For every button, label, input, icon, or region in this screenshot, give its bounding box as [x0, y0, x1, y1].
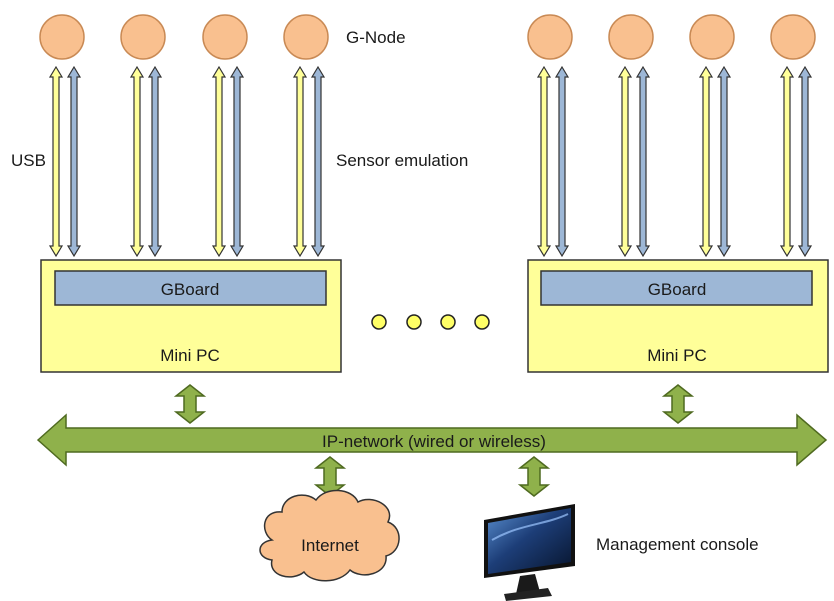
minipc-network-arrow: [661, 384, 695, 424]
usb-arrow: [129, 65, 145, 258]
ellipsis-dot: [406, 314, 422, 330]
ellipsis-dot: [474, 314, 490, 330]
ip-network-label: IP-network (wired or wireless): [322, 432, 546, 451]
sensor-arrow: [716, 65, 732, 258]
ellipsis-dot: [440, 314, 456, 330]
management-console: Management console: [484, 504, 759, 601]
sensor-emulation-label: Sensor emulation: [336, 151, 468, 170]
usb-arrow: [617, 65, 633, 258]
internet-cloud: Internet: [259, 489, 400, 582]
usb-arrow: [779, 65, 795, 258]
ellipsis-dots: [371, 314, 490, 330]
cloud-icon: [259, 489, 400, 582]
gnode-circle: [527, 14, 573, 60]
management-console-label: Management console: [596, 535, 759, 554]
usb-arrow: [48, 65, 64, 258]
gnode-label: G-Node: [346, 28, 406, 47]
ellipsis-dot: [371, 314, 387, 330]
gnode-circle: [283, 14, 329, 60]
network-link-arrows: [173, 384, 695, 497]
gboard-box: [540, 270, 813, 306]
minipc-label: Mini PC: [160, 346, 220, 365]
minipc-right: GBoard Mini PC: [527, 259, 829, 373]
sensor-arrow: [797, 65, 813, 258]
usb-arrow: [292, 65, 308, 258]
gnode-circle: [689, 14, 735, 60]
gnode-group-right: [527, 14, 816, 60]
minipc-label: Mini PC: [647, 346, 707, 365]
sensor-arrow: [310, 65, 326, 258]
sensor-arrow: [635, 65, 651, 258]
sensor-arrow: [66, 65, 82, 258]
sensor-arrow: [229, 65, 245, 258]
internet-label: Internet: [301, 536, 359, 555]
gnode-circle: [39, 14, 85, 60]
usb-arrow: [211, 65, 227, 258]
gnode-circle: [608, 14, 654, 60]
gboard-label: GBoard: [648, 280, 707, 299]
gboard-box: [54, 270, 327, 306]
gnode-circle: [202, 14, 248, 60]
minipc-network-arrow: [173, 384, 207, 424]
gnode-circle: [770, 14, 816, 60]
usb-arrow: [698, 65, 714, 258]
sensor-arrow: [147, 65, 163, 258]
gboard-label: GBoard: [161, 280, 220, 299]
sensor-arrow: [554, 65, 570, 258]
gnode-circle: [120, 14, 166, 60]
monitor-icon: [484, 504, 575, 601]
usb-label: USB: [11, 151, 46, 170]
node-link-arrows: [48, 65, 813, 258]
minipc-left: GBoard Mini PC: [40, 259, 342, 373]
ip-network-arrow: [36, 413, 828, 467]
usb-arrow: [536, 65, 552, 258]
console-network-arrow: [517, 456, 551, 497]
gnode-group-left: [39, 14, 329, 60]
